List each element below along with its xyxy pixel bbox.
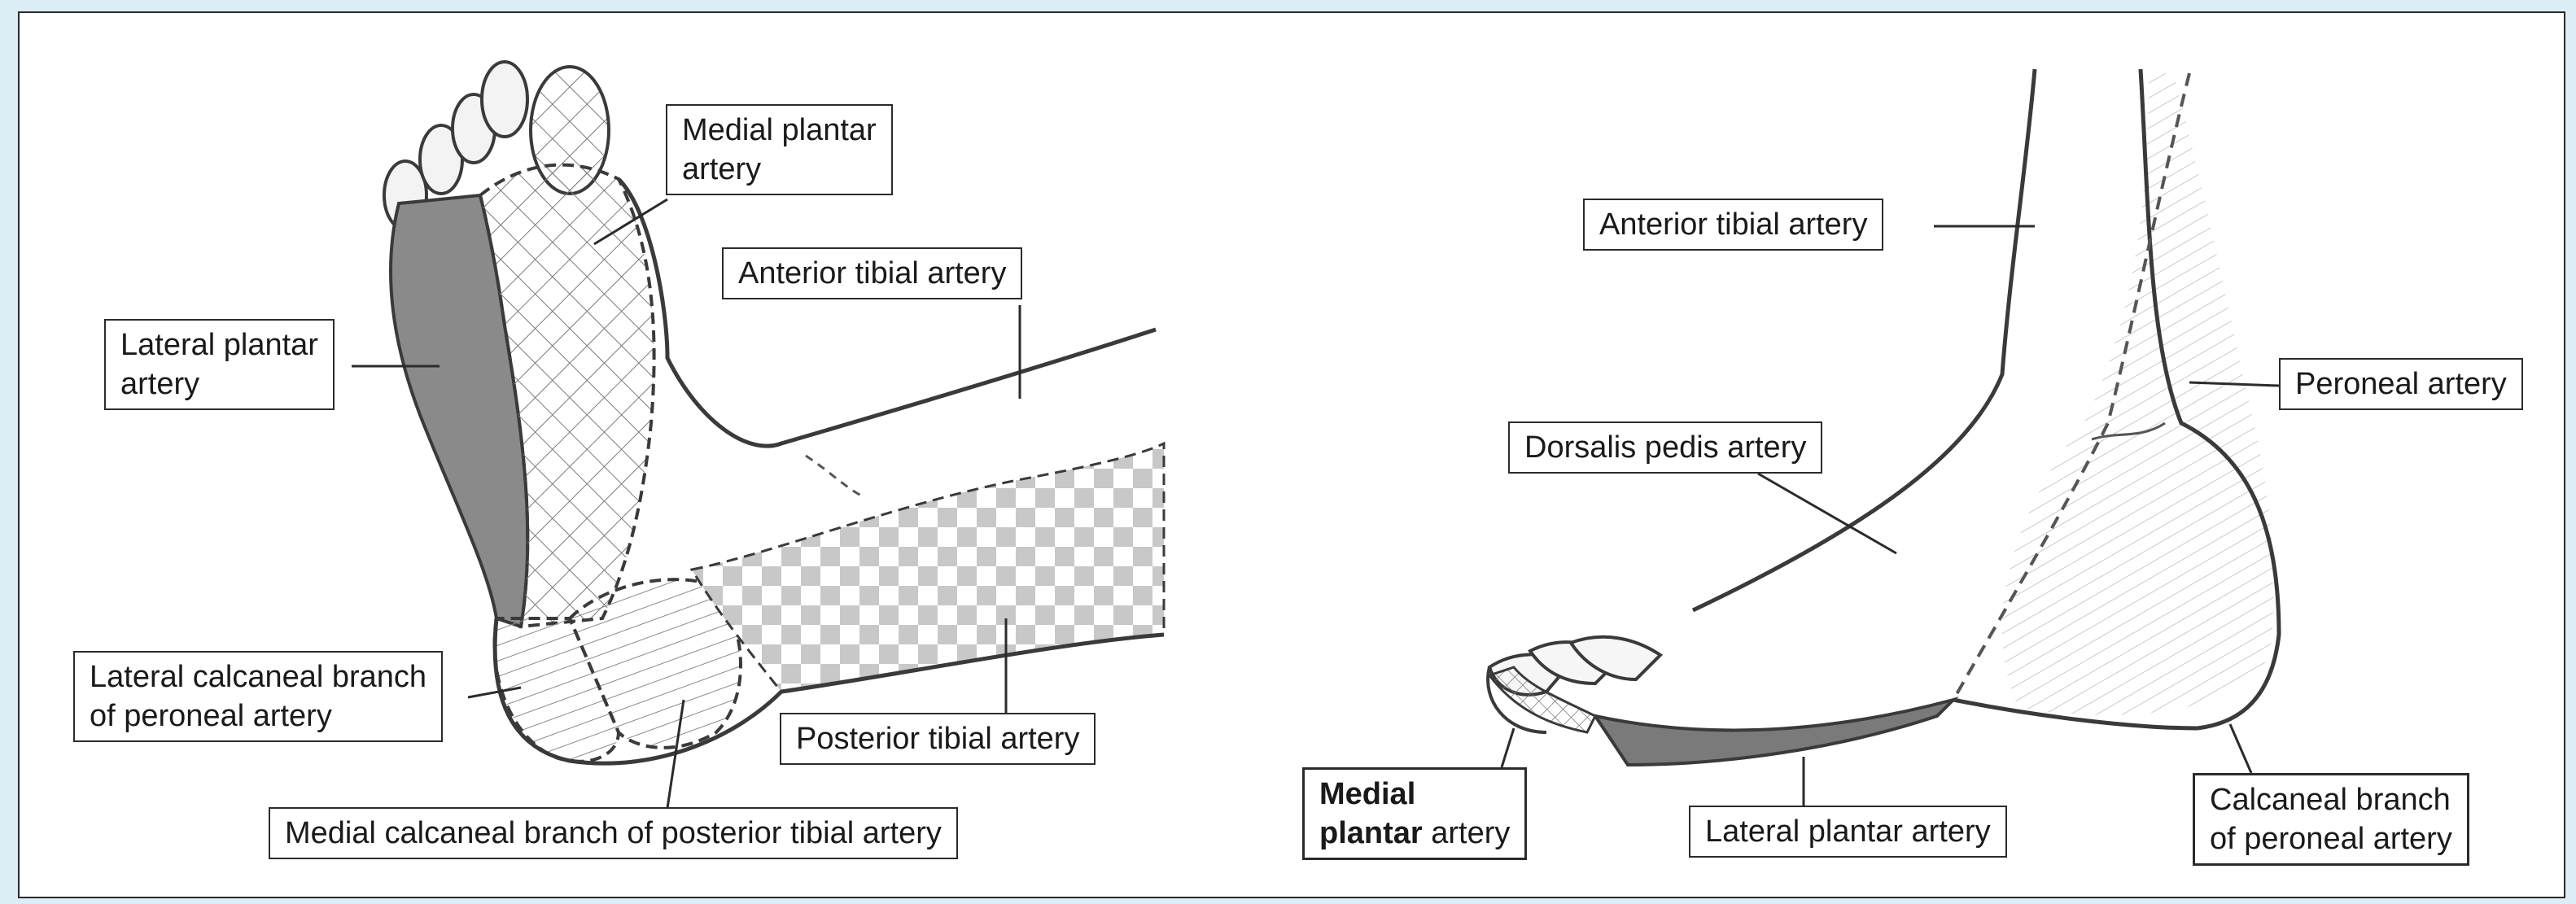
right-foot-drawing (1488, 69, 2279, 765)
label-text-line-1: Medial plantar (682, 111, 877, 150)
label-posterior-tibial-artery: Posterior tibial artery (780, 713, 1096, 765)
peroneal-region (2002, 73, 2274, 715)
label-text: Lateral plantar artery (1705, 812, 1991, 851)
label-text: Medial calcaneal branch of posterior tib… (285, 814, 942, 853)
label-text: Peroneal artery (2295, 365, 2507, 404)
label-text: Posterior tibial artery (796, 719, 1079, 758)
label-lateral-plantar-artery-left: Lateral plantar artery (104, 319, 335, 410)
label-medial-plantar-artery-left: Medial plantar artery (666, 104, 893, 195)
posterior-tibial-region (692, 443, 1164, 692)
label-rest: artery (1423, 816, 1511, 850)
label-text-line-1: Lateral calcaneal branch (90, 657, 426, 697)
label-medial-plantar-artery-right: Medial plantar artery (1302, 767, 1527, 860)
label-text: Anterior tibial artery (1599, 205, 1867, 244)
lateral-plantar-sole (1595, 700, 1953, 765)
label-text-line-2: of peroneal artery (2210, 819, 2452, 858)
label-text-line-2: plantar artery (1319, 814, 1510, 853)
label-text: Anterior tibial artery (738, 254, 1006, 293)
label-text-line-2: artery (120, 365, 318, 404)
label-lateral-plantar-artery-right: Lateral plantar artery (1689, 806, 2007, 858)
label-medial-calcaneal-branch: Medial calcaneal branch of posterior tib… (269, 807, 958, 859)
label-lateral-calcaneal-branch: Lateral calcaneal branch of peroneal art… (73, 651, 443, 742)
label-text-line-1: Lateral plantar (120, 325, 318, 365)
label-bold-word: plantar (1319, 816, 1423, 850)
label-text-line-1: Calcaneal branch (2210, 780, 2452, 819)
label-text: Dorsalis pedis artery (1524, 428, 1806, 467)
label-anterior-tibial-artery-right: Anterior tibial artery (1583, 199, 1883, 251)
label-text-line-1: Medial (1319, 775, 1510, 814)
label-text-line-2: artery (682, 150, 877, 189)
label-peroneal-artery: Peroneal artery (2279, 358, 2523, 410)
label-calcaneal-branch-peroneal: Calcaneal branch of peroneal artery (2193, 773, 2469, 866)
label-text-line-2: of peroneal artery (90, 697, 426, 736)
label-anterior-tibial-artery-left: Anterior tibial artery (722, 247, 1022, 299)
label-dorsalis-pedis-artery: Dorsalis pedis artery (1508, 421, 1822, 474)
